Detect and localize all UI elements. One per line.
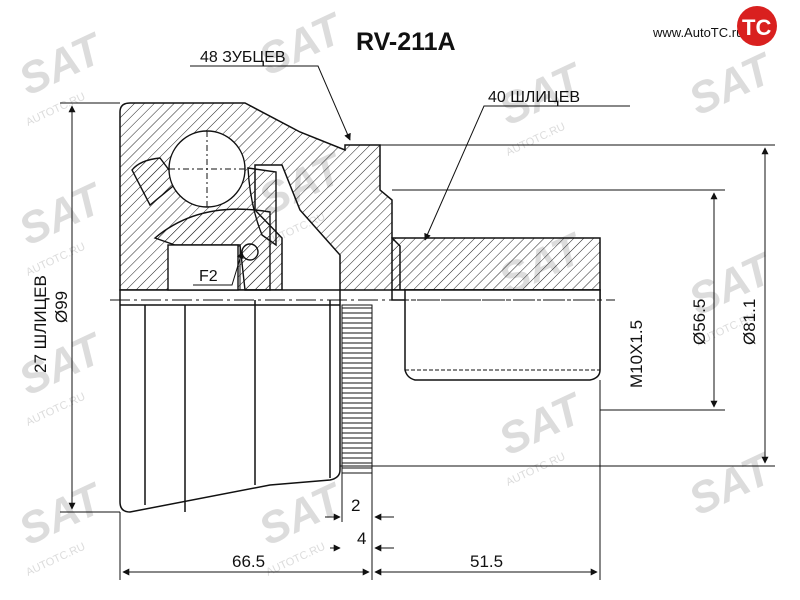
- inner-bore: [167, 244, 239, 291]
- abs-ring: [341, 304, 373, 474]
- watermark-logo: SAT: [11, 323, 111, 405]
- logo-letters: TC: [742, 15, 771, 40]
- label-40-splines: 40 ШЛИЦЕВ: [488, 89, 580, 106]
- leader-48-teeth: [190, 65, 351, 141]
- label-len-left: 66.5: [232, 552, 265, 571]
- dimension-d81: [340, 144, 775, 467]
- label-len-right: 51.5: [470, 552, 503, 571]
- abs-ring-teeth: [342, 307, 372, 469]
- threaded-end: [404, 289, 601, 381]
- watermark-logo: SAT: [681, 43, 781, 125]
- leader-f2: [193, 251, 244, 286]
- label-48-teeth: 48 ЗУБЦЕВ: [200, 49, 286, 66]
- shaft-upper-section: [391, 237, 601, 291]
- logo-circle: [737, 6, 777, 46]
- watermark-logo: SAT: [251, 3, 351, 85]
- leader-lines: [190, 65, 630, 286]
- inner-race: [153, 208, 271, 291]
- cage-right: [247, 167, 277, 247]
- label-d81: Ø81.1: [740, 299, 759, 345]
- label-thread: M10X1.5: [627, 320, 646, 388]
- autotc-logo: TC: [737, 6, 777, 46]
- dimension-d99: [60, 102, 120, 513]
- part-number-title: RV-211A: [356, 28, 456, 56]
- label-f2: F2: [199, 268, 218, 285]
- housing-lower-body: [119, 289, 341, 513]
- watermark-logo: SAT: [681, 443, 781, 525]
- site-url: www.AutoTC.ru: [652, 25, 743, 40]
- label-dim-4: 4: [357, 529, 366, 548]
- watermark-logo: SAT: [11, 473, 111, 555]
- inner-race-assembly: [131, 130, 277, 291]
- watermark-logo: SAT: [491, 383, 591, 465]
- stub-shaft: [391, 237, 601, 381]
- leader-40-splines: [424, 105, 630, 241]
- label-d99: Ø99: [52, 291, 71, 323]
- label-d56: Ø56.5: [690, 299, 709, 345]
- label-27-splines: 27 ШЛИЦЕВ: [31, 275, 50, 373]
- bottom-dimensions: [119, 380, 601, 580]
- label-dim-2: 2: [351, 496, 360, 515]
- watermark-logo: SAT: [11, 23, 111, 105]
- watermark-logo: SAT: [11, 173, 111, 255]
